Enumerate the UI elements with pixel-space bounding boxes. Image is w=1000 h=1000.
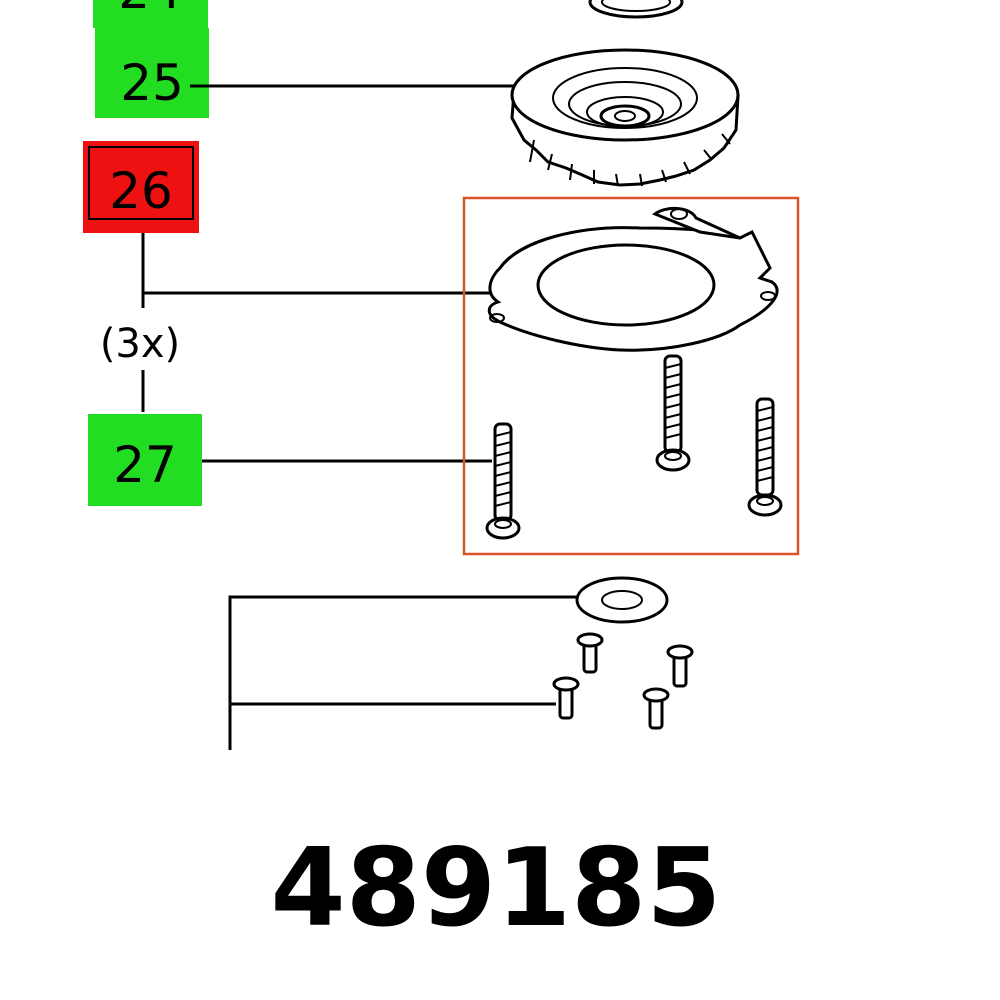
gasket-plate-part-26 [487,207,779,352]
callout-26[interactable]: 26 [83,141,199,233]
callout-25[interactable]: 25 [95,28,209,118]
washer-part [575,576,669,624]
small-screw-2 [666,644,694,688]
fan-part-25 [510,48,740,187]
callout-24[interactable]: 24 [93,0,208,28]
leader-bracket-lower [228,595,578,750]
screw-part-27-right [747,397,783,517]
ring-part-24 [588,0,684,19]
callout-24-box [93,0,208,28]
small-screw-4 [642,687,670,730]
small-screw-3 [552,676,580,720]
screw-part-27-middle [655,354,691,472]
callout-27[interactable]: 27 [88,414,202,506]
quantity-note: (3x) [100,321,180,367]
callout-25-label: 25 [120,54,184,112]
highlight-frame-26 [462,196,800,556]
small-screw-1 [576,632,604,674]
callout-27-box [88,414,202,506]
callout-26-inner-frame [88,146,194,220]
callout-26-label: 26 [109,162,173,220]
screw-part-27-left [485,422,521,540]
callout-24-label: 24 [118,0,182,20]
callout-26-box [83,141,199,233]
callout-25-box [95,28,209,118]
callout-27-label: 27 [113,436,177,494]
part-number: 489185 [271,826,722,951]
